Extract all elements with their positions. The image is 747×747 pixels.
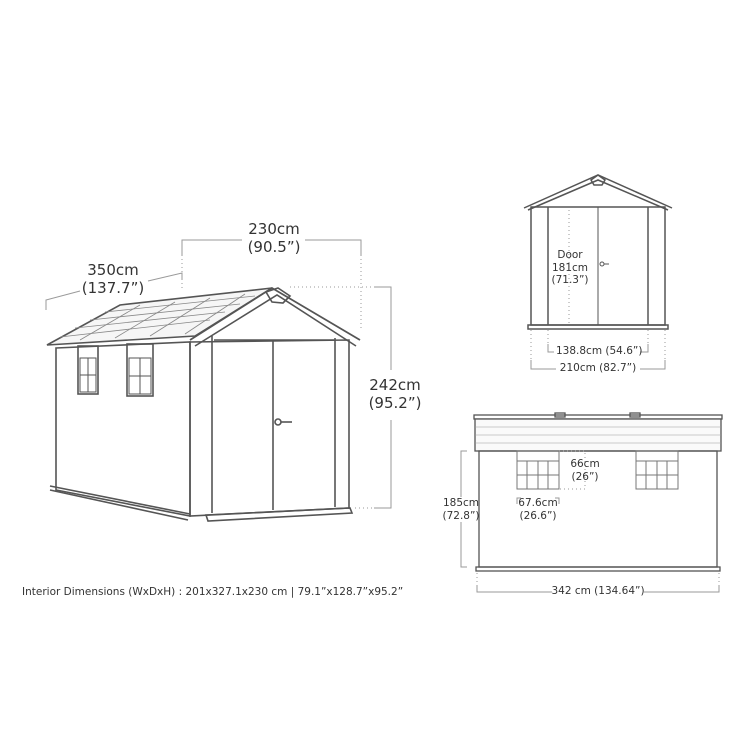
height-dimension-label: 242cm (95.2”) <box>368 376 422 412</box>
front-view-dimensions <box>530 210 666 370</box>
wall-height-label: 185cm (72.8”) <box>442 497 480 522</box>
window-height-label: 66cm (26”) <box>570 458 600 483</box>
side-length-label: 342 cm (134.64”) <box>551 585 645 597</box>
window-width-label: 67.6cm (26.6”) <box>518 497 558 522</box>
depth-dimension-label: 350cm (137.7”) <box>81 261 145 297</box>
door-height-label: Door 181cm (71.3”) <box>551 249 589 287</box>
total-width-label: 210cm (82.7”) <box>559 362 637 374</box>
perspective-dimensions <box>45 239 392 509</box>
front-view-shed <box>523 174 673 330</box>
perspective-shed <box>46 286 361 522</box>
side-view-dimensions <box>460 450 720 593</box>
interior-dimensions-text: Interior Dimensions (WxDxH) : 201x327.1x… <box>22 586 404 598</box>
side-view-shed <box>473 412 723 572</box>
width-dimension-label: 230cm (90.5”) <box>247 220 301 256</box>
door-width-label: 138.8cm (54.6”) <box>556 345 643 357</box>
